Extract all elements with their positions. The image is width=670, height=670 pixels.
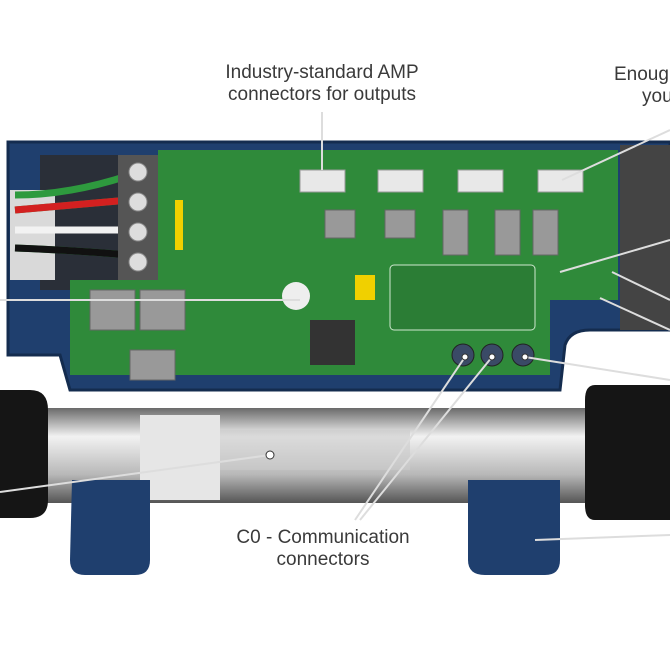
amp-connectors-label: Industry-standard AMP connectors for out… — [212, 62, 432, 106]
label-line: connectors — [276, 549, 370, 570]
leader-lines — [0, 112, 670, 541]
right-foot — [468, 480, 560, 575]
side-connector-panel — [620, 145, 670, 330]
left-knob — [0, 390, 48, 518]
label-line: connectors for outputs — [228, 84, 416, 105]
label-line: you — [642, 86, 670, 107]
right-knob — [585, 385, 670, 520]
label-line: Industry-standard AMP — [225, 62, 419, 83]
enough-label: Enoug you — [614, 64, 670, 108]
communication-connectors-label: C0 - Communication connectors — [213, 527, 433, 571]
control-module — [389, 264, 536, 331]
label-line: Enoug — [614, 64, 669, 85]
warning-label — [10, 190, 55, 280]
label-line: C0 - Communication — [236, 527, 410, 548]
left-foot — [70, 480, 150, 575]
